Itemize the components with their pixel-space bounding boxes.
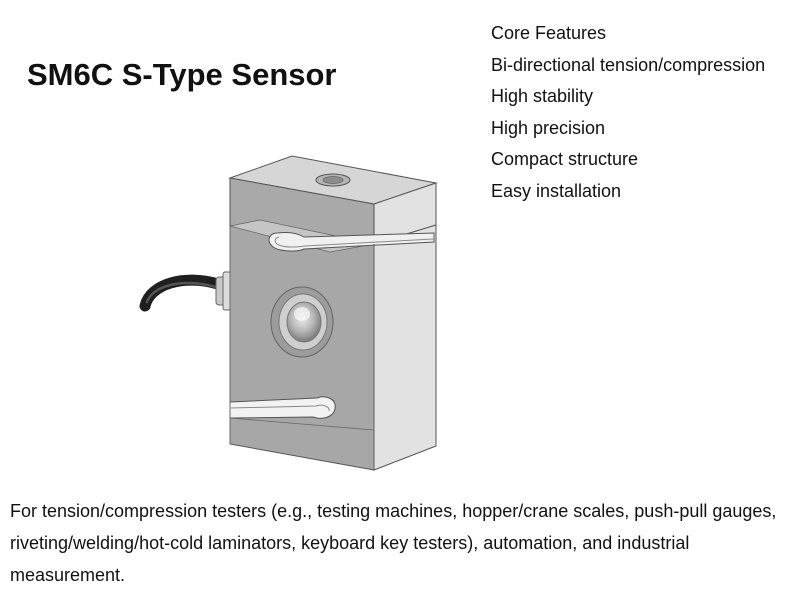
feature-item: Easy installation	[491, 180, 622, 201]
main-body	[229, 219, 437, 471]
lower-slot	[229, 396, 375, 431]
feature-item: High stability	[491, 86, 594, 107]
feature-item: Bi-directional tension/compression	[491, 54, 766, 75]
center-sensing-boss	[270, 286, 334, 358]
application-description: For tension/compression testers (e.g., t…	[10, 501, 777, 585]
feature-item: High precision	[491, 117, 606, 138]
s-type-load-cell-illustration	[139, 155, 438, 471]
cable-gland	[215, 271, 232, 311]
upper-slot	[268, 232, 435, 252]
feature-list: Core Features Bi-directional tension/com…	[491, 18, 796, 208]
feature-heading: Core Features	[491, 23, 607, 43]
sensor-cable-highlight	[145, 281, 218, 304]
feature-item: Compact structure	[491, 149, 639, 170]
product-title: SM6C S-Type Sensor	[27, 56, 337, 92]
